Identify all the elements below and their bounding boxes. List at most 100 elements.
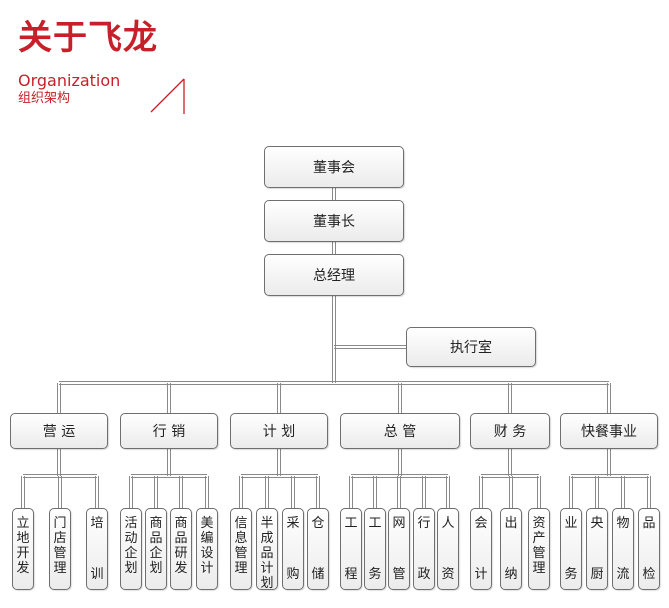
subtitle-english: Organization	[18, 71, 121, 90]
unit-label-char: 计	[260, 561, 274, 576]
unit-box: 行政	[413, 508, 435, 590]
unit-box: 立地开发	[12, 508, 34, 590]
unit-box: 央厨	[586, 508, 608, 590]
unit-label-char: 政	[417, 567, 431, 582]
unit-label-char: 央	[590, 516, 604, 531]
unit-label-char: 品	[149, 531, 163, 546]
unit-label-char: 理	[532, 561, 546, 576]
unit-label-char: 工	[368, 516, 382, 531]
unit-label-char: 计	[474, 567, 488, 582]
unit-label-char: 厨	[590, 567, 604, 582]
unit-box: 品检	[638, 508, 660, 590]
unit-box: 美编设计	[196, 508, 218, 590]
unit-label-char: 划	[124, 561, 138, 576]
unit-label-char: 理	[53, 561, 67, 576]
unit-box: 资产管理	[528, 508, 550, 590]
unit-label-char: 资	[441, 567, 455, 582]
unit-label-char: 理	[234, 561, 248, 576]
unit-label-char: 务	[368, 567, 382, 582]
unit-label-char: 商	[149, 516, 163, 531]
unit-label-char: 地	[16, 531, 30, 546]
unit-label-char: 培	[90, 516, 104, 531]
unit-box: 工程	[340, 508, 362, 590]
unit-label-char: 开	[16, 546, 30, 561]
unit-label-char: 出	[504, 516, 518, 531]
board-box: 董事会	[264, 146, 404, 188]
unit-box: 人资	[437, 508, 459, 590]
unit-label-char: 企	[124, 546, 138, 561]
unit-label-char: 纳	[504, 567, 518, 582]
unit-label-char: 美	[200, 516, 214, 531]
arrow-icon	[150, 78, 185, 114]
unit-box: 采购	[282, 508, 304, 590]
executive-office-box: 执行室	[406, 327, 536, 367]
unit-box: 活动企划	[120, 508, 142, 590]
unit-label-char: 管	[532, 546, 546, 561]
unit-label-char: 产	[532, 531, 546, 546]
unit-label-char: 动	[124, 531, 138, 546]
unit-label-char: 仓	[311, 516, 325, 531]
unit-label-char: 会	[474, 516, 488, 531]
page-title: 关于飞龙	[18, 18, 158, 58]
unit-label-char: 品	[260, 546, 274, 561]
department-box: 总 管	[340, 413, 460, 449]
unit-label-char: 采	[286, 516, 300, 531]
unit-label-char: 品	[174, 531, 188, 546]
unit-label-char: 发	[16, 561, 30, 576]
department-box: 快餐事业	[560, 413, 658, 449]
unit-label-char: 门	[53, 516, 67, 531]
unit-label-char: 成	[260, 531, 274, 546]
unit-label-char: 编	[200, 531, 214, 546]
unit-label-char: 储	[311, 567, 325, 582]
unit-label-char: 商	[174, 516, 188, 531]
unit-label-char: 品	[642, 516, 656, 531]
unit-box: 信息管理	[230, 508, 252, 590]
unit-label-char: 流	[616, 567, 630, 582]
unit-label-char: 业	[564, 516, 578, 531]
unit-label-char: 购	[286, 567, 300, 582]
general-manager-box: 总经理	[264, 254, 404, 296]
unit-label-char: 管	[392, 567, 406, 582]
unit-label-char: 网	[392, 516, 406, 531]
department-box: 行 销	[120, 413, 218, 449]
unit-label-char: 程	[344, 567, 358, 582]
unit-box: 网管	[388, 508, 410, 590]
unit-label-char: 划	[149, 561, 163, 576]
department-box: 财 务	[470, 413, 550, 449]
unit-label-char: 发	[174, 561, 188, 576]
unit-label-char: 设	[200, 546, 214, 561]
unit-label-char: 划	[260, 576, 274, 591]
unit-label-char: 企	[149, 546, 163, 561]
unit-label-char: 半	[260, 516, 274, 531]
unit-label-char: 工	[344, 516, 358, 531]
subtitle-chinese: 组织架构	[18, 91, 71, 106]
unit-box: 商品企划	[145, 508, 167, 590]
unit-box: 工务	[364, 508, 386, 590]
unit-box: 业务	[560, 508, 582, 590]
unit-label-char: 信	[234, 516, 248, 531]
unit-label-char: 训	[90, 567, 104, 582]
unit-label-char: 研	[174, 546, 188, 561]
unit-box: 门店管理	[49, 508, 71, 590]
unit-label-char: 计	[200, 561, 214, 576]
unit-label-char: 管	[234, 546, 248, 561]
department-box: 计 划	[230, 413, 328, 449]
unit-box: 会计	[470, 508, 492, 590]
unit-box: 仓储	[307, 508, 329, 590]
department-box: 营 运	[10, 413, 108, 449]
unit-label-char: 资	[532, 516, 546, 531]
unit-box: 培训	[86, 508, 108, 590]
unit-box: 商品研发	[170, 508, 192, 590]
unit-label-char: 行	[417, 516, 431, 531]
unit-label-char: 店	[53, 531, 67, 546]
unit-label-char: 活	[124, 516, 138, 531]
unit-label-char: 立	[16, 516, 30, 531]
unit-label-char: 息	[234, 531, 248, 546]
unit-box: 出纳	[500, 508, 522, 590]
unit-label-char: 人	[441, 516, 455, 531]
unit-label-char: 检	[642, 567, 656, 582]
chairman-box: 董事长	[264, 200, 404, 242]
unit-label-char: 管	[53, 546, 67, 561]
unit-box: 物流	[612, 508, 634, 590]
